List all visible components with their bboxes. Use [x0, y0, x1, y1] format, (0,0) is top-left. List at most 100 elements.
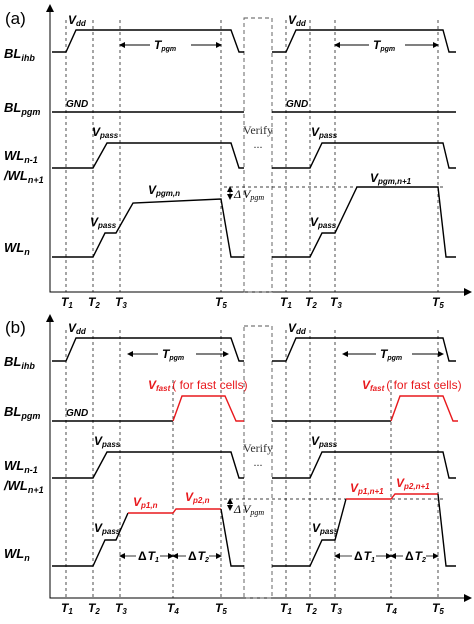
tick-a-t2-right: T2	[305, 295, 317, 310]
panel-a-axes	[49, 8, 470, 293]
vdd-label-right-b: Vdd	[288, 321, 307, 336]
vfast-label-right-b: Vfast( for fast cells)	[362, 378, 462, 393]
vpgmn1-label-a: Vpgm,n+1	[370, 171, 412, 186]
tpgm-label-right-a: Tpgm	[373, 38, 395, 53]
panel-a-tick-labels: T1 T2 T3 T5 T1 T2 T3 T5	[61, 295, 444, 310]
panel-a-x-arrow	[464, 288, 472, 296]
tick-b-t4-left: T4	[167, 601, 179, 616]
panel-a-verify-box	[243, 17, 273, 293]
panel-b-tick-labels: T1 T2 T3 T4 T5 T1 T2 T3 T4 T5	[61, 601, 444, 616]
tick-b-t2-right: T2	[305, 601, 317, 616]
tick-a-t2-left: T2	[88, 295, 100, 310]
panel-a-tag: (a)	[5, 9, 26, 28]
panel-a-verify-dots: ...	[254, 137, 263, 151]
bl-pgm-vfast-right-b	[390, 395, 458, 422]
label-wl-n-a: WLn	[4, 240, 30, 257]
bl-ihb-signal-right-b	[272, 337, 456, 362]
vp1n-label-b: Vp1,n	[133, 495, 158, 510]
label-bl-pgm-b: BLpgm	[4, 404, 40, 421]
panel-b-axes	[49, 318, 470, 599]
tick-a-t5-right: T5	[432, 295, 444, 310]
wl-neighbor-signal-right-b	[272, 451, 456, 479]
wl-n-signal-left-a	[52, 198, 244, 258]
vp1n1-label-b: Vp1,n+1	[350, 481, 384, 496]
wl-n-rise-right-b	[272, 498, 347, 567]
label-wl-np1-a: /WLn+1	[3, 168, 44, 185]
vpass-label-3-b: Vpass	[94, 521, 121, 536]
vdd-label-left-a: Vdd	[68, 13, 87, 28]
tick-a-t5-left: T5	[215, 295, 227, 310]
panel-b-verify-dots: ...	[254, 455, 263, 469]
tick-b-t5-left: T5	[215, 601, 227, 616]
dt2-label-right-b: ΔT2	[405, 549, 426, 564]
vpass-label-4-b: Vpass	[312, 521, 339, 536]
wl-n-signal-right-a	[272, 186, 456, 258]
label-bl-ihb-a: BLihb	[4, 46, 35, 63]
panel-b: (b) Verify ... BLihb BLpgm WLn-1 /WLn+1 …	[3, 314, 472, 616]
vdd-label-left-b: Vdd	[68, 321, 87, 336]
gnd-label-right-a: GND	[286, 99, 308, 110]
wl-n-pulse-right-b	[346, 493, 438, 500]
tpgm-label-right-b: Tpgm	[380, 347, 402, 362]
bl-ihb-signal-left-a	[52, 29, 244, 53]
dt2-label-left-b: ΔT2	[188, 549, 209, 564]
tick-b-t3-right: T3	[330, 601, 342, 616]
tick-b-t1-right: T1	[280, 601, 292, 616]
dt1-label-left-b: ΔT1	[138, 549, 159, 564]
vp2n-label-b: Vp2,n	[185, 490, 210, 505]
panel-a: (a) Verify ... BLihb BLpgm WLn-1 /WLn+1 …	[3, 4, 472, 310]
wl-neighbor-signal-left-a	[52, 142, 244, 169]
panel-a-verify-label: Verify	[243, 123, 273, 137]
gnd-label-left-a: GND	[66, 99, 88, 110]
tick-b-t5-right: T5	[432, 601, 444, 616]
bl-ihb-signal-right-a	[272, 29, 456, 53]
panel-b-tag: (b)	[5, 318, 26, 337]
vpass-label-2-b: Vpass	[311, 434, 338, 449]
vpass-label-1-b: Vpass	[94, 434, 121, 449]
vdd-label-right-a: Vdd	[288, 13, 307, 28]
label-bl-ihb-b: BLihb	[4, 354, 35, 371]
label-wl-nm1-a: WLn-1	[4, 148, 38, 165]
tick-a-t1-right: T1	[280, 295, 292, 310]
tpgm-label-left-b: Tpgm	[162, 347, 184, 362]
tick-a-t1-left: T1	[61, 295, 73, 310]
label-wl-nm1-b: WLn-1	[4, 458, 38, 475]
vpgmn-label-a: Vpgm,n	[148, 183, 180, 198]
vpass-label-4-a: Vpass	[310, 215, 337, 230]
tick-a-t3-left: T3	[115, 295, 127, 310]
tick-b-t3-left: T3	[115, 601, 127, 616]
bl-pgm-vfast-left-b	[172, 395, 244, 422]
wl-neighbor-signal-left-b	[52, 451, 244, 479]
wl-neighbor-signal-right-a	[272, 142, 456, 169]
panel-b-y-arrow	[46, 314, 54, 322]
tpgm-label-left-a: Tpgm	[154, 38, 176, 53]
panel-a-guides	[65, 20, 444, 292]
panel-b-verify-label: Verify	[243, 441, 273, 455]
vfast-label-left-b: Vfast( for fast cells)	[148, 378, 248, 393]
vpass-label-1-a: Vpass	[92, 125, 119, 140]
gnd-label-b: GND	[66, 408, 88, 419]
bl-ihb-signal-left-b	[52, 337, 244, 362]
vpass-label-3-a: Vpass	[90, 215, 117, 230]
label-wl-np1-b: /WLn+1	[3, 478, 44, 495]
tick-b-t2-left: T2	[88, 601, 100, 616]
wl-n-rise-left-b	[52, 512, 129, 567]
panel-a-y-arrow	[46, 4, 54, 12]
panel-b-x-arrow	[464, 594, 472, 602]
label-wl-n-b: WLn	[4, 546, 30, 563]
vpass-label-2-a: Vpass	[311, 125, 338, 140]
tick-b-t4-right: T4	[385, 601, 397, 616]
wl-n-fall-right-b	[437, 493, 456, 567]
tick-a-t3-right: T3	[330, 295, 342, 310]
label-bl-pgm-a: BLpgm	[4, 100, 40, 117]
wl-n-pulse-left-b	[128, 508, 221, 514]
wl-n-fall-left-b	[220, 508, 244, 567]
dt1-label-right-b: ΔT1	[354, 549, 375, 564]
panel-b-verify-box	[243, 325, 273, 599]
tick-b-t1-left: T1	[61, 601, 73, 616]
vp2n1-label-b: Vp2,n+1	[396, 476, 430, 491]
